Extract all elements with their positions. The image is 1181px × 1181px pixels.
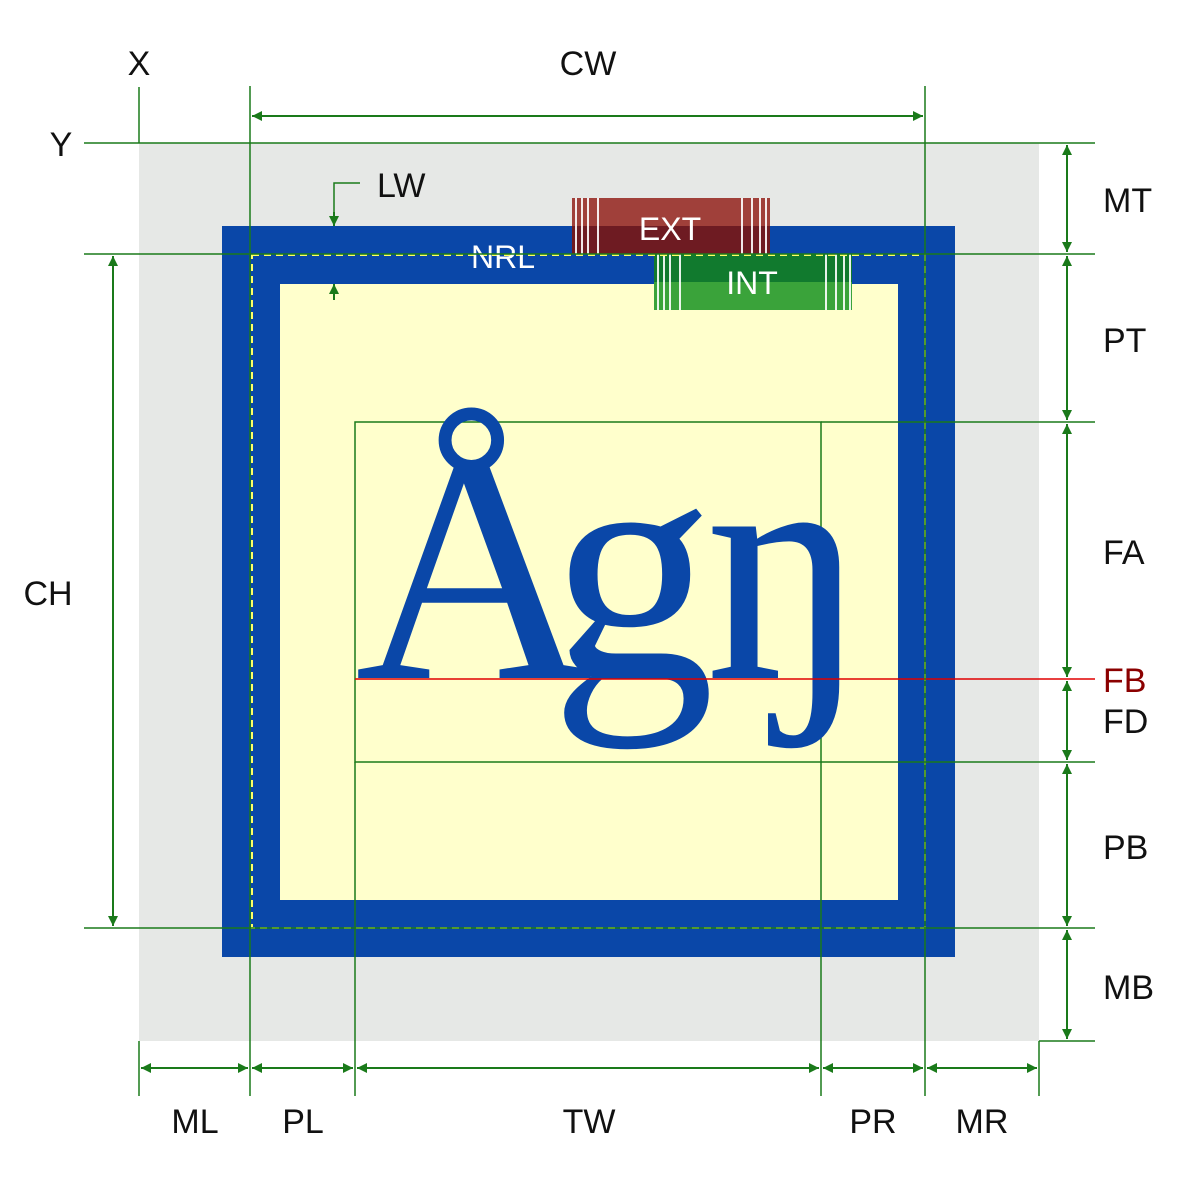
content-area (280, 284, 898, 900)
ext-block: EXT (572, 198, 770, 254)
pb-label: PB (1103, 829, 1148, 867)
mt-label: MT (1103, 182, 1152, 220)
x-label: X (128, 45, 151, 83)
pr-label: PR (849, 1103, 896, 1141)
pt-label: PT (1103, 322, 1146, 360)
tw-label: TW (563, 1103, 616, 1141)
fd-label: FD (1103, 703, 1148, 741)
int-block: INT (654, 254, 852, 310)
y-label: Y (50, 126, 73, 164)
text-box (354, 421, 822, 763)
cw-label: CW (560, 45, 617, 83)
int-label: INT (726, 265, 778, 301)
glyph-eng: ŋ (705, 385, 868, 750)
glyph-a-ring: Å (355, 385, 593, 750)
dimension-arrows (108, 111, 1072, 1073)
pl-label: PL (282, 1103, 324, 1141)
guide-lines (84, 86, 1095, 1096)
mr-label: MR (956, 1103, 1009, 1141)
ext-label: EXT (639, 211, 701, 247)
fa-label: FA (1103, 534, 1145, 572)
lw-label: LW (377, 167, 425, 205)
nrl-label: NRL (471, 239, 535, 275)
mb-label: MB (1103, 969, 1154, 1007)
ch-label: CH (23, 575, 72, 613)
fb-label: FB (1103, 662, 1146, 700)
glyph-g: g (550, 385, 715, 750)
ml-label: ML (171, 1103, 218, 1141)
